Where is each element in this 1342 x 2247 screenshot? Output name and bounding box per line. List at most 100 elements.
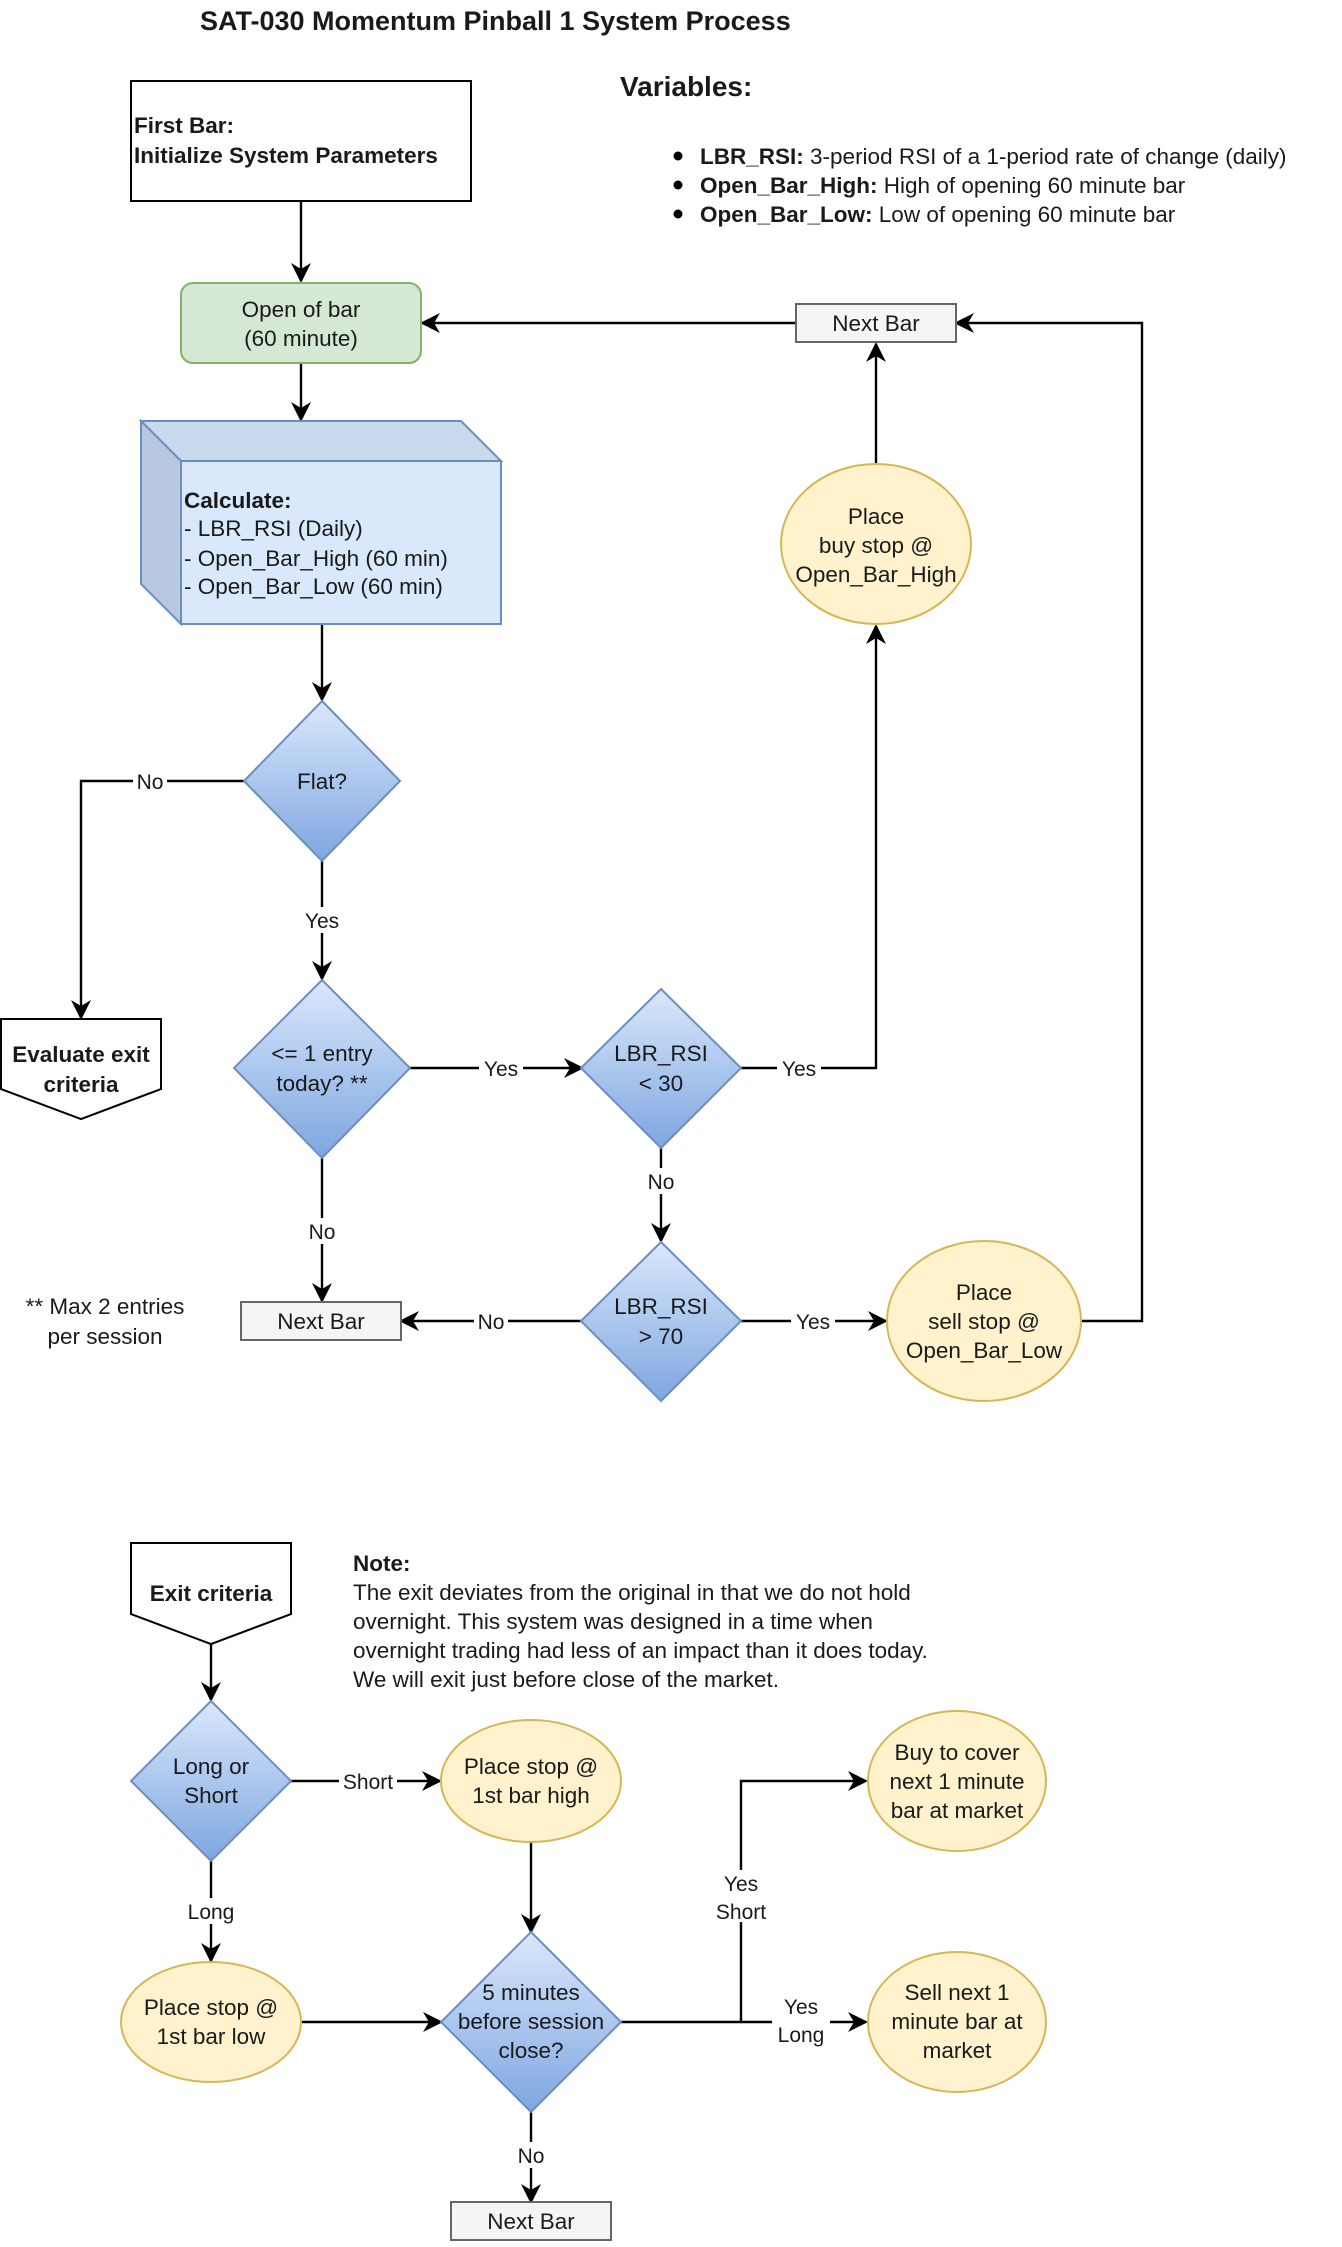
variable-name: Open_Bar_High: (700, 173, 878, 198)
note-line: The exit deviates from the original in t… (353, 1580, 911, 1605)
note-line: We will exit just before close of the ma… (353, 1667, 779, 1692)
footnote-line1: ** Max 2 entries (26, 1294, 185, 1319)
note-line: overnight. This system was designed in a… (353, 1609, 873, 1634)
node-next-bar-top-label: Next Bar (832, 311, 920, 336)
node-buy-stop: Place buy stop @ Open_Bar_High (780, 463, 972, 625)
node-first-bar: First Bar: Initialize System Parameters (130, 80, 472, 202)
edges-top (71, 201, 1144, 1331)
edge-label-five-yes-short-2: Short (716, 1901, 766, 1924)
bullet-icon (673, 180, 683, 190)
node-buy-cover-line1: Buy to cover (894, 1740, 1020, 1765)
bullet-icon (673, 209, 683, 219)
variable-item: Open_Bar_Low: Low of opening 60 minute b… (700, 202, 1176, 227)
variable-desc: Low of opening 60 minute bar (879, 202, 1176, 227)
node-exit-criteria: Exit criteria (130, 1542, 292, 1646)
node-next-bar-bottom: Next Bar (450, 2201, 612, 2241)
node-flat-label: Flat? (297, 769, 347, 794)
edge-label-five-yes-long-2: Long (778, 2024, 825, 2047)
node-sell-next-line2: minute bar at (891, 2009, 1023, 2034)
edge-label-five-no: No (518, 2145, 545, 2168)
node-next-bar-top: Next Bar (795, 303, 957, 343)
note-block: Note: The exit deviates from the origina… (353, 1551, 928, 1692)
node-evaluate-exit: Evaluate exit criteria (0, 1018, 162, 1121)
node-flat-decision: Flat? (242, 699, 402, 863)
edge-label-flat-no: No (137, 771, 164, 794)
node-first-bar-line2: Initialize System Parameters (134, 143, 438, 168)
node-stop-low-line1: Place stop @ (144, 1995, 278, 2020)
node-open-bar-line2: (60 minute) (244, 326, 358, 351)
node-rsi-gt70-decision: LBR_RSI > 70 (579, 1240, 743, 1403)
node-sell-next-line3: market (923, 2038, 993, 2063)
edge-lt30-yes (741, 624, 886, 1070)
variable-name: LBR_RSI: (700, 144, 804, 169)
node-next-bar-mid: Next Bar (240, 1301, 402, 1341)
node-rsi-gt70-line2: > 70 (639, 1324, 683, 1349)
node-stop-high-line1: Place stop @ (464, 1754, 598, 1779)
node-entry-decision: <= 1 entry today? ** (232, 978, 412, 1160)
edge-label-entry-no: No (309, 1221, 336, 1244)
node-sell-stop-line1: Place (956, 1280, 1012, 1305)
node-five-min-line2: before session (458, 2009, 604, 2034)
edge-label-entry-yes: Yes (484, 1058, 518, 1081)
node-calculate-line1: Calculate: (184, 488, 292, 513)
note-heading: Note: (353, 1551, 411, 1576)
node-next-bar-bottom-label: Next Bar (487, 2209, 575, 2234)
node-sell-next-line1: Sell next 1 (904, 1980, 1009, 2005)
variable-item: Open_Bar_High: High of opening 60 minute… (700, 173, 1186, 198)
variable-desc: 3-period RSI of a 1-period rate of chang… (810, 144, 1287, 169)
node-buy-cover-line3: bar at market (891, 1798, 1024, 1823)
node-rsi-gt70-line1: LBR_RSI (614, 1294, 708, 1319)
node-next-bar-mid-label: Next Bar (277, 1309, 365, 1334)
node-five-min-line3: close? (498, 2038, 563, 2063)
node-calculate-line4: - Open_Bar_Low (60 min) (184, 574, 443, 599)
note-line: overnight trading had less of an impact … (353, 1638, 928, 1663)
node-stop-low: Place stop @ 1st bar low (120, 1961, 302, 2083)
node-five-min-line1: 5 minutes (482, 1980, 580, 2005)
edge-label-flat-yes: Yes (305, 910, 339, 933)
node-rsi-lt30-line2: < 30 (639, 1071, 683, 1096)
node-rsi-lt30-line1: LBR_RSI (614, 1041, 708, 1066)
node-open-bar-line1: Open of bar (242, 297, 361, 322)
footnote-line2: per session (47, 1324, 162, 1349)
node-buy-cover-line2: next 1 minute (889, 1769, 1024, 1794)
node-long-short-decision: Long or Short (129, 1699, 293, 1863)
variable-item: LBR_RSI: 3-period RSI of a 1-period rate… (700, 144, 1287, 169)
node-calculate-line2: - LBR_RSI (Daily) (184, 516, 363, 541)
diagram-title: SAT-030 Momentum Pinball 1 System Proces… (200, 6, 791, 36)
variable-desc: High of opening 60 minute bar (884, 173, 1186, 198)
node-buy-stop-line2: buy stop @ (819, 533, 933, 558)
node-evaluate-exit-line1: Evaluate exit (12, 1042, 150, 1067)
node-sell-stop-line2: sell stop @ (928, 1309, 1040, 1334)
edge-labels-top: No Yes Yes No Yes No No Yes (133, 768, 835, 1334)
edge-sellstop-to-next (954, 313, 1144, 1323)
variables-list: LBR_RSI: 3-period RSI of a 1-period rate… (673, 144, 1287, 227)
node-stop-low-line2: 1st bar low (157, 2024, 267, 2049)
bullet-icon (673, 151, 683, 161)
edge-label-lt30-yes: Yes (782, 1058, 816, 1081)
node-entry-line2: today? ** (276, 1071, 368, 1096)
node-buy-stop-line1: Place (848, 504, 904, 529)
node-long-short-line1: Long or (173, 1754, 250, 1779)
variables-heading: Variables: (620, 71, 752, 102)
node-long-short-line2: Short (184, 1783, 239, 1808)
node-calculate-line3: - Open_Bar_High (60 min) (184, 546, 448, 571)
node-evaluate-exit-line2: criteria (43, 1072, 119, 1097)
node-sell-stop-line3: Open_Bar_Low (906, 1338, 1063, 1363)
node-exit-criteria-label: Exit criteria (150, 1581, 273, 1606)
edge-flat-no (71, 779, 244, 1020)
edge-label-five-yes-short-1: Yes (724, 1873, 758, 1896)
node-five-min-decision: 5 minutes before session close? (439, 1930, 623, 2114)
edge-label-five-yes-long-1: Yes (784, 1996, 818, 2019)
node-stop-high: Place stop @ 1st bar high (440, 1719, 622, 1843)
edge-label-gt70-yes: Yes (796, 1311, 830, 1334)
node-first-bar-line1: First Bar: (134, 113, 234, 138)
edge-label-ls-short: Short (343, 1771, 393, 1794)
edge-label-ls-long: Long (188, 1901, 235, 1924)
node-sell-stop: Place sell stop @ Open_Bar_Low (886, 1240, 1082, 1402)
node-entry-line1: <= 1 entry (271, 1041, 373, 1066)
node-stop-high-line2: 1st bar high (472, 1783, 590, 1808)
node-calculate: Calculate: - LBR_RSI (Daily) - Open_Bar_… (138, 418, 504, 627)
node-buy-cover: Buy to cover next 1 minute bar at market (867, 1710, 1047, 1852)
